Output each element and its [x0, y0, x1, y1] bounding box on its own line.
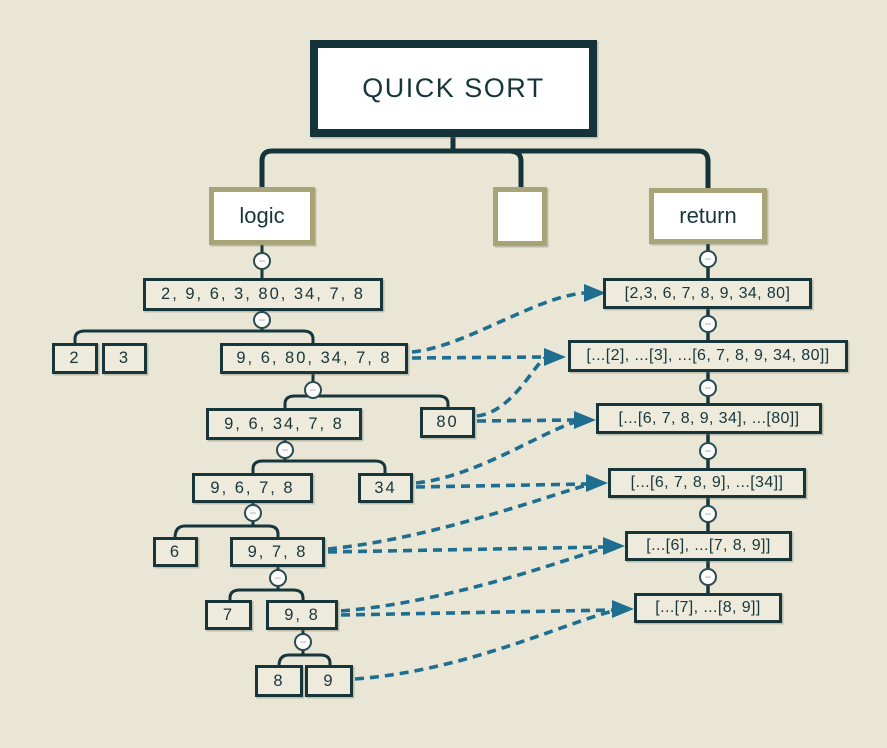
collapse-toggle[interactable]: − — [304, 381, 322, 399]
collapse-toggle[interactable]: − — [276, 441, 294, 459]
minus-icon: − — [258, 254, 266, 268]
tree-node-root[interactable]: 2, 9, 6, 3, 80, 34, 7, 8 — [143, 278, 383, 311]
collapse-toggle[interactable]: − — [699, 442, 717, 460]
minus-icon: − — [704, 317, 712, 331]
return-node-label: [2,3, 6, 7, 8, 9, 34, 80] — [624, 284, 791, 302]
tree-node-sublist-4[interactable]: 9, 7, 8 — [230, 537, 325, 567]
minus-icon: − — [704, 570, 712, 584]
collapse-toggle[interactable]: − — [699, 315, 717, 333]
tree-node-sublist-2[interactable]: 9, 6, 34, 7, 8 — [206, 408, 362, 440]
branch-return-label: return — [679, 203, 737, 228]
minus-icon: − — [704, 507, 712, 521]
tree-node-label: 9, 7, 8 — [247, 542, 308, 561]
tree-node-2[interactable]: 2 — [52, 343, 98, 374]
minus-icon: − — [258, 313, 266, 327]
tree-node-label: 9 — [323, 671, 335, 690]
minus-icon: − — [299, 635, 307, 649]
return-node-2[interactable]: [...[2], ...[3], ...[6, 7, 8, 9, 34, 80]… — [568, 340, 848, 372]
arrowheads — [544, 284, 634, 618]
minus-icon: − — [249, 506, 257, 520]
mapping-arrows — [327, 291, 614, 681]
tree-node-9[interactable]: 9 — [305, 665, 353, 697]
tree-node-label: 9, 8 — [284, 605, 320, 624]
collapse-toggle[interactable]: − — [699, 250, 717, 268]
collapse-toggle[interactable]: − — [699, 379, 717, 397]
tree-node-label: 8 — [273, 671, 285, 690]
minus-icon: − — [274, 571, 282, 585]
tree-node-label: 34 — [374, 478, 397, 497]
tree-node-label: 2 — [69, 349, 81, 367]
return-node-3[interactable]: [...[6, 7, 8, 9, 34], ...[80]] — [596, 403, 822, 434]
branch-node-empty[interactable] — [493, 187, 547, 246]
title-branch-connectors — [259, 133, 711, 188]
tree-node-label: 9, 6, 7, 8 — [210, 478, 295, 497]
tree-node-label: 2, 9, 6, 3, 80, 34, 7, 8 — [161, 285, 365, 303]
tree-node-80[interactable]: 80 — [420, 407, 475, 438]
return-node-6[interactable]: [...[7], ...[8, 9]] — [634, 593, 782, 623]
minus-icon: − — [704, 444, 712, 458]
tree-node-sublist-5[interactable]: 9, 8 — [266, 600, 338, 630]
return-node-label: [...[7], ...[8, 9]] — [655, 599, 761, 616]
collapse-toggle[interactable]: − — [253, 252, 271, 270]
minus-icon: − — [704, 381, 712, 395]
minus-icon: − — [704, 252, 712, 266]
return-node-1[interactable]: [2,3, 6, 7, 8, 9, 34, 80] — [603, 278, 812, 309]
collapse-toggle[interactable]: − — [699, 505, 717, 523]
tree-node-label: 6 — [169, 542, 182, 561]
tree-node-6[interactable]: 6 — [153, 537, 198, 567]
collapse-toggle[interactable]: − — [244, 504, 262, 522]
branch-logic-label: logic — [239, 203, 285, 228]
collapse-toggle[interactable]: − — [269, 569, 287, 587]
return-node-label: [...[6, 7, 8, 9], ...[34]] — [630, 474, 784, 491]
minus-icon: − — [309, 383, 317, 397]
return-node-4[interactable]: [...[6, 7, 8, 9], ...[34]] — [608, 468, 806, 498]
return-node-label: [...[2], ...[3], ...[6, 7, 8, 9, 34, 80]… — [586, 347, 830, 364]
minus-icon: − — [281, 443, 289, 457]
tree-node-label: 7 — [222, 605, 235, 624]
tree-node-7[interactable]: 7 — [205, 600, 252, 630]
tree-node-8[interactable]: 8 — [255, 665, 303, 697]
tree-node-label: 9, 6, 34, 7, 8 — [224, 414, 344, 433]
return-node-label: [...[6], ...[7, 8, 9]] — [646, 537, 771, 554]
tree-node-sublist-1[interactable]: 9, 6, 80, 34, 7, 8 — [220, 343, 408, 374]
collapse-toggle[interactable]: − — [294, 633, 312, 651]
tree-node-34[interactable]: 34 — [358, 473, 413, 503]
tree-node-sublist-3[interactable]: 9, 6, 7, 8 — [192, 473, 313, 503]
collapse-toggle[interactable]: − — [253, 311, 271, 329]
diagram-root-node[interactable]: QUICK SORT — [310, 40, 597, 137]
tree-node-label: 9, 6, 80, 34, 7, 8 — [236, 349, 392, 367]
tree-node-3[interactable]: 3 — [102, 343, 147, 374]
diagram-title: QUICK SORT — [362, 73, 545, 103]
branch-node-return[interactable]: return — [649, 188, 767, 244]
tree-node-label: 80 — [436, 413, 459, 431]
return-node-label: [...[6, 7, 8, 9, 34], ...[80]] — [618, 409, 800, 427]
return-node-5[interactable]: [...[6], ...[7, 8, 9]] — [625, 531, 792, 561]
collapse-toggle[interactable]: − — [699, 568, 717, 586]
branch-node-logic[interactable]: logic — [209, 187, 315, 245]
tree-node-label: 3 — [118, 349, 131, 367]
